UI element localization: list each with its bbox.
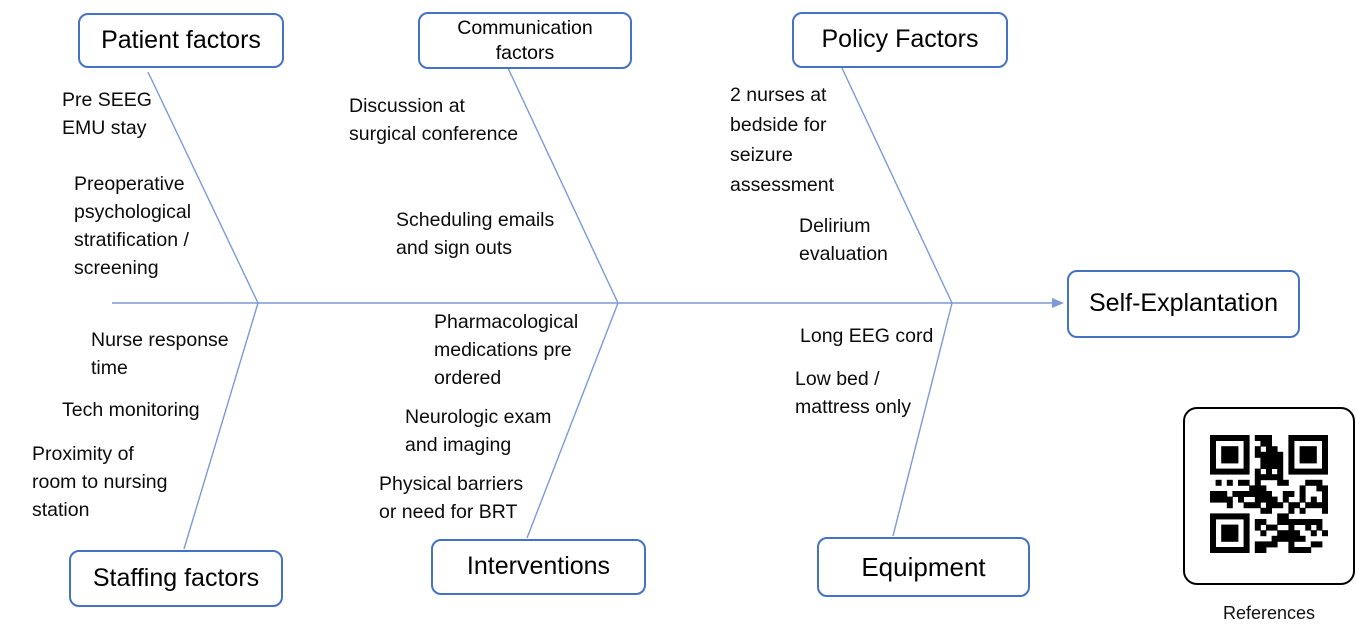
category-box-patient-factors: Patient factors [78, 13, 284, 68]
cause-nurse-response-time: Nurse response time [91, 329, 229, 379]
category-box-staffing-factors: Staffing factors [69, 550, 283, 607]
cause-two-nurses-at-bedside: 2 nurses at bedside for seizure assessme… [730, 84, 835, 196]
category-box-equipment: Equipment [817, 537, 1030, 597]
cause-preoperative-psychological-screening: Preoperative psychological stratificatio… [74, 173, 192, 279]
patient-branch-line [147, 71, 259, 304]
spine-arrowhead [1052, 298, 1064, 308]
cause-physical-barriers-brt: Physical barriers or need for BRT [379, 473, 524, 523]
cause-long-eeg-cord: Long EEG cord [800, 325, 934, 347]
cause-low-bed-mattress: Low bed / mattress only [795, 368, 911, 418]
cause-scheduling-emails-sign-outs: Scheduling emails and sign outs [396, 209, 555, 259]
cause-proximity-of-room: Proximity of room to nursing station [32, 443, 168, 521]
staffing-branch-line [183, 302, 259, 550]
cause-pre-seeg-emu-stay: Pre SEEG EMU stay [62, 89, 152, 139]
policy-branch-line [841, 67, 953, 304]
communication-branch-line [507, 67, 619, 304]
equipment-branch-line [892, 302, 953, 537]
category-box-policy-factors: Policy Factors [792, 12, 1008, 68]
qr-caption: References [1222, 603, 1316, 623]
interventions-branch-line [526, 302, 619, 539]
effect-box-self-explantation: Self-Explantation [1067, 270, 1300, 338]
category-box-communication-factors: Communication factors [418, 12, 632, 69]
cause-tech-monitoring: Tech monitoring [62, 399, 200, 421]
cause-neurologic-exam-imaging: Neurologic exam and imaging [405, 406, 552, 456]
cause-discussion-at-surgical-conference: Discussion at surgical conference [349, 95, 519, 145]
cause-delirium-evaluation: Delirium evaluation [799, 215, 888, 265]
cause-pharmacological-medications: Pharmacological medications pre ordered [434, 311, 579, 389]
qr-code-frame [1183, 407, 1355, 585]
qr-code [1210, 434, 1328, 558]
category-box-interventions: Interventions [431, 539, 646, 595]
